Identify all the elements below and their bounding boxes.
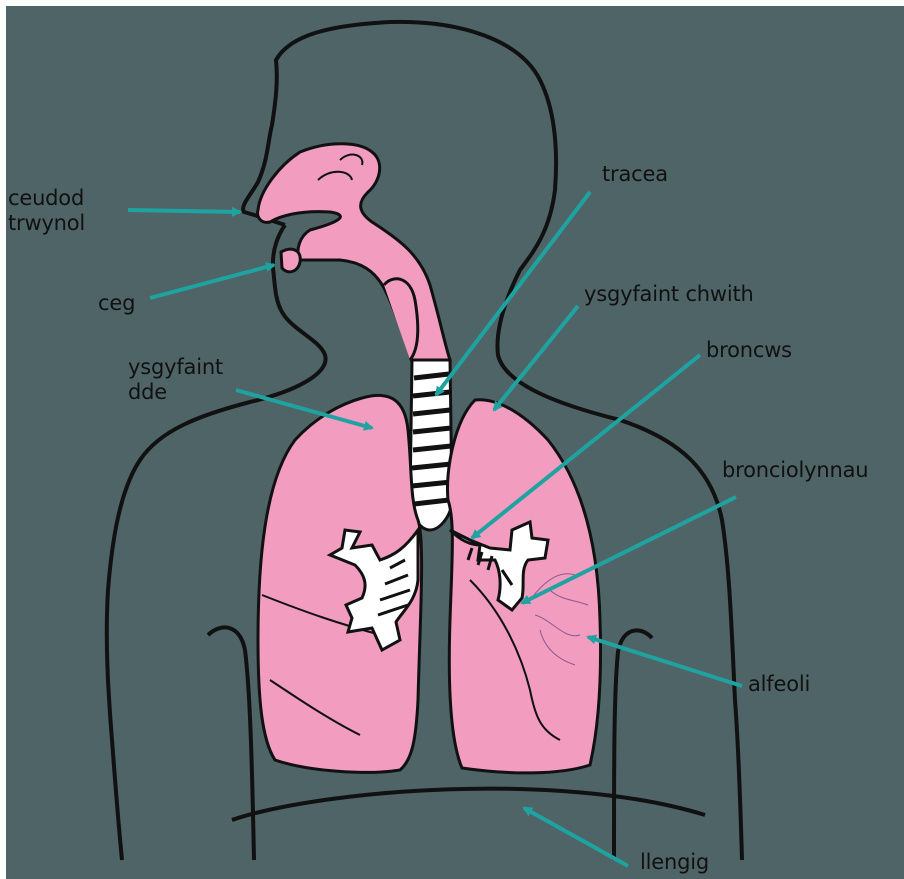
label-alveoli-text: alfeoli — [748, 672, 810, 697]
label-nasal-cavity: ceudod trwynol — [8, 186, 85, 236]
label-bronchioles-text: bronciolynnau — [722, 458, 868, 483]
label-bronchioles: bronciolynnau — [722, 458, 868, 483]
trachea-arrow — [436, 192, 590, 395]
left-arm-line — [208, 627, 254, 860]
label-right-lung-line1: ysgyfaint — [128, 355, 223, 380]
label-diaphragm-text: llengig — [640, 850, 709, 875]
label-left-lung: ysgyfaint chwith — [584, 282, 754, 307]
right-arm-line — [614, 630, 652, 860]
throat-wall — [384, 279, 418, 360]
label-alveoli: alfeoli — [748, 672, 810, 697]
nasal-cavity-arrow — [128, 210, 240, 212]
diaphragm — [232, 789, 705, 820]
label-trachea-text: tracea — [602, 162, 668, 187]
label-right-lung-line2: dde — [128, 380, 223, 405]
label-left-lung-text: ysgyfaint chwith — [584, 282, 754, 307]
label-right-lung: ysgyfaint dde — [128, 355, 223, 405]
label-bronchus-text: broncws — [706, 338, 792, 363]
left-lung-arrow — [494, 306, 578, 410]
label-nasal-cavity-line1: ceudod — [8, 186, 85, 211]
label-trachea: tracea — [602, 162, 668, 187]
mouth-arrow — [150, 265, 274, 298]
alveoli-arrow — [588, 637, 742, 686]
label-bronchus: broncws — [706, 338, 792, 363]
label-diaphragm: llengig — [640, 850, 709, 875]
label-mouth-text: ceg — [98, 291, 135, 316]
label-nasal-cavity-line2: trwynol — [8, 211, 85, 236]
label-mouth: ceg — [98, 291, 135, 316]
mouth — [281, 249, 300, 272]
